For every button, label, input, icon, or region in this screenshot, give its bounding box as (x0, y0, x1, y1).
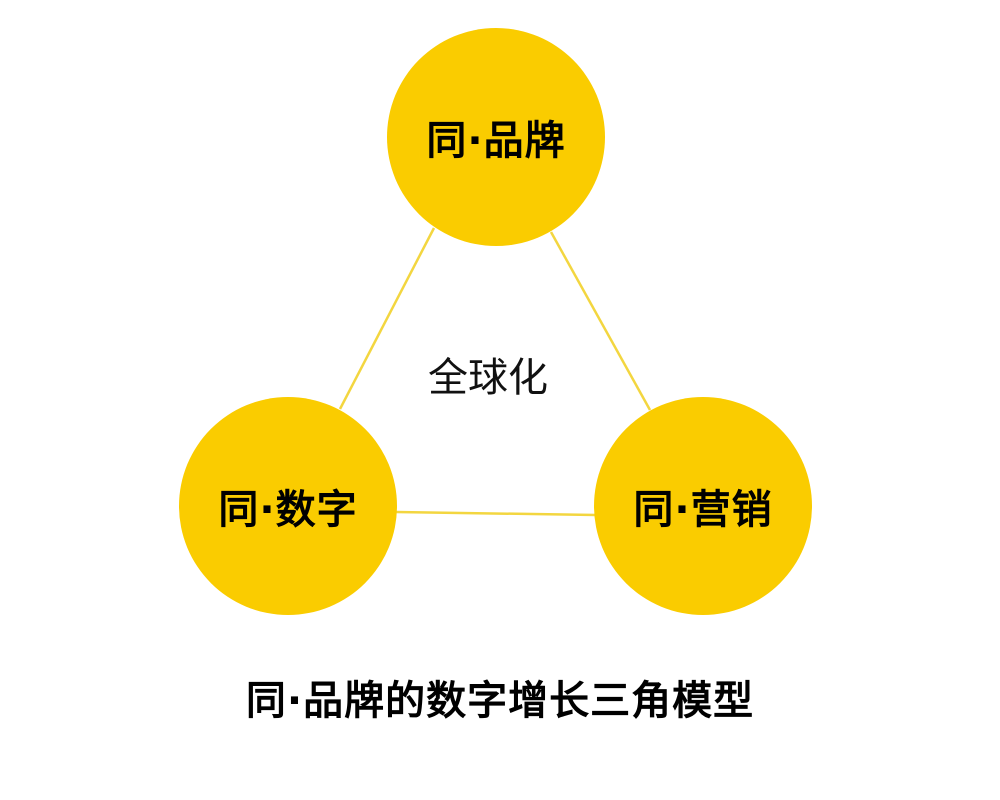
node-digital: 同·数字 (179, 397, 397, 615)
diagram-caption: 同·品牌的数字增长三角模型 (245, 678, 755, 724)
edge-left-right (395, 510, 597, 517)
edge-top-left (338, 227, 436, 410)
node-brand: 同·品牌 (387, 28, 605, 246)
node-marketing-label: 同·营销 (633, 487, 773, 533)
edge-top-right (549, 231, 652, 411)
node-brand-label: 同·品牌 (426, 118, 566, 164)
node-marketing: 同·营销 (594, 397, 812, 615)
center-label: 全球化 (428, 355, 548, 401)
node-digital-label: 同·数字 (218, 487, 358, 533)
